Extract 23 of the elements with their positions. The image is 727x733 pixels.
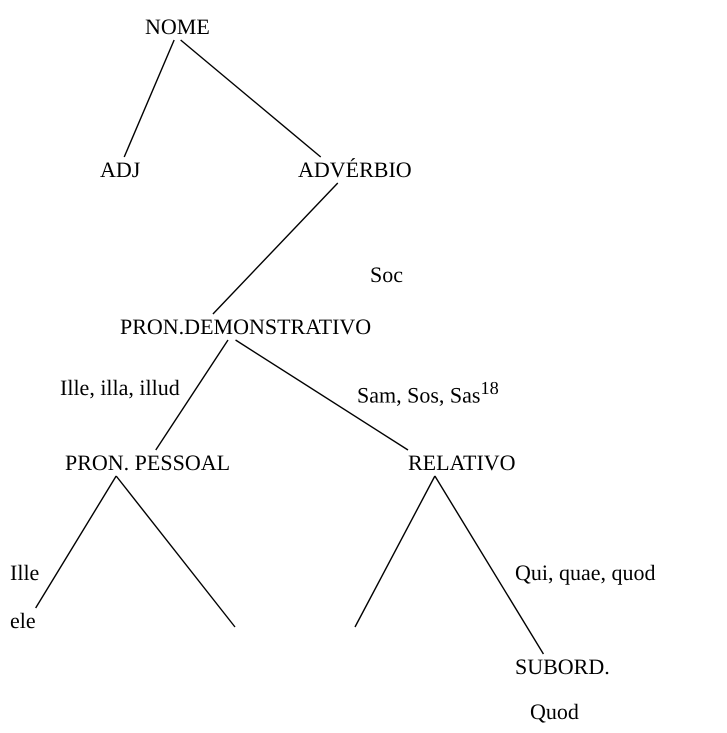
node-label: ele xyxy=(10,608,36,634)
branch-line xyxy=(124,40,175,158)
branch-line xyxy=(180,39,322,158)
node-label: RELATIVO xyxy=(408,450,516,476)
branch-line xyxy=(212,182,338,314)
node-label: PRON.DEMONSTRATIVO xyxy=(120,314,372,340)
edge-label: Soc xyxy=(370,262,403,288)
node-label: PRON. PESSOAL xyxy=(65,450,230,476)
edge-label: Qui, quae, quod xyxy=(515,560,656,586)
edge-label: Ille xyxy=(10,560,40,586)
branch-line xyxy=(155,340,229,450)
branch-line xyxy=(354,476,436,628)
branch-line xyxy=(434,476,544,654)
edge-label: Ille, illa, illud xyxy=(60,375,180,401)
branch-line xyxy=(116,476,236,628)
branch-line xyxy=(235,339,408,451)
node-label: SUBORD. xyxy=(515,654,610,680)
node-label: Quod xyxy=(530,699,579,725)
node-label: ADVÉRBIO xyxy=(298,157,412,183)
node-label: NOME xyxy=(145,14,210,40)
branch-line xyxy=(35,476,117,608)
edge-label: Sam, Sos, Sas$^{18}$ xyxy=(357,377,499,408)
node-label: ADJ xyxy=(100,157,140,183)
